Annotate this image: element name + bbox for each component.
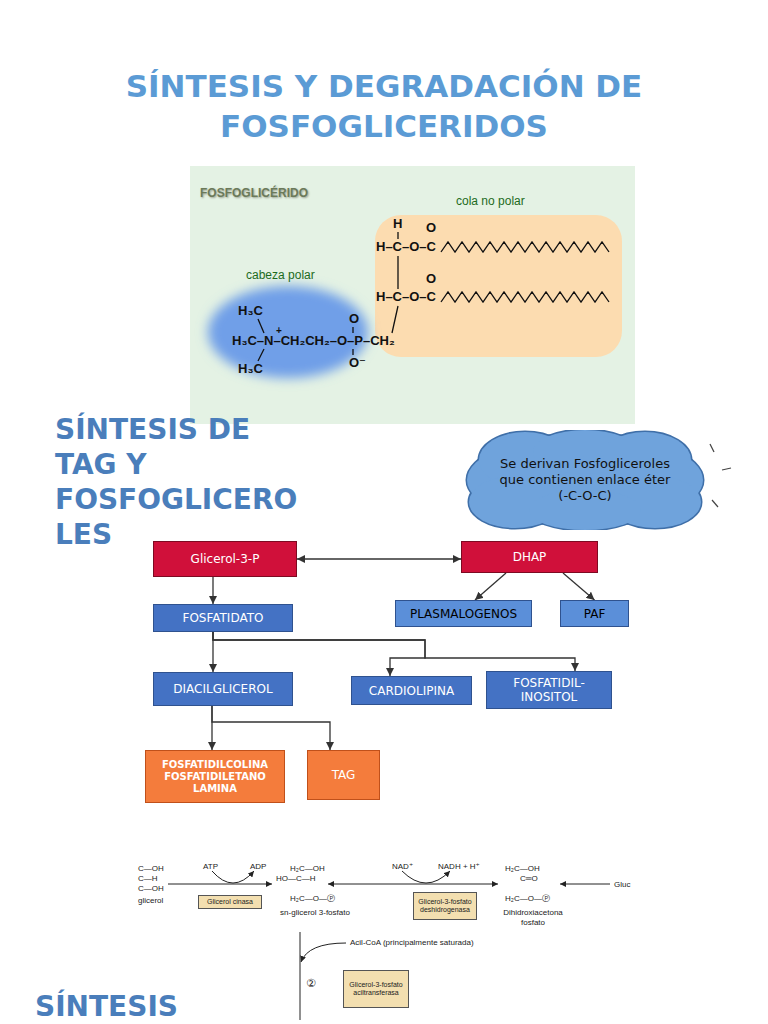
reaction-label: ATP [203, 862, 218, 872]
flow-arrow [212, 577, 213, 604]
product-box: PLASMALOGENOS [395, 600, 532, 627]
reaction-label: Gluc [614, 880, 630, 890]
cofactor-arrow [301, 943, 346, 962]
reaction-label: NAD⁺ [392, 862, 413, 872]
enzyme-box: Glicerol-3-fosfato aciltransferasa [343, 970, 409, 1008]
chemical-formula: O [426, 272, 436, 286]
reaction-arrow [560, 884, 610, 885]
section-heading: SÍNTESIS [35, 989, 178, 1024]
node-text: TAG [332, 768, 356, 782]
flow-arrow [475, 573, 506, 600]
reaction-label: Acil-CoA (principalmente saturada) [350, 938, 474, 948]
node-text: FOSFATIDILCOLINA FOSFATIDILETANO LAMINA [150, 759, 280, 795]
node-text: Glicerol-3-P [191, 552, 260, 566]
product-box: CARDIOLIPINA [351, 676, 472, 705]
cloud-marks [710, 444, 731, 507]
chemical-formula: O [426, 221, 436, 235]
node-text: PLASMALOGENOS [410, 607, 517, 621]
chemical-formula: H [393, 217, 402, 231]
metabolite-box: FOSFATIDATO [153, 604, 293, 632]
node-text: Glicerol cinasa [207, 898, 253, 906]
reaction-label: H₂C—O—Ⓟ [505, 894, 550, 904]
section-heading: SÍNTESIS DE TAG Y FOSFOGLICEROLES [55, 412, 310, 552]
reaction-arrows [168, 871, 610, 1020]
figure-title: FOSFOGLICÉRIDO [200, 186, 308, 200]
chemical-formula: O [349, 312, 359, 326]
reaction-label: C—OH [138, 884, 164, 894]
flow-arrow [563, 573, 595, 600]
cofactor-arrow [402, 871, 450, 883]
bond [397, 256, 398, 289]
region-label: cabeza polar [246, 268, 315, 282]
node-text: FOSFATIDIL-INOSITOL [491, 676, 607, 704]
chemical-formula: H–C–O–C [376, 240, 436, 254]
tail-region [375, 215, 622, 357]
bond [352, 327, 353, 333]
product-box: FOSFATIDIL-INOSITOL [486, 671, 612, 709]
node-text: DIACILGLICEROL [173, 682, 272, 696]
product-box: PAF [560, 600, 629, 627]
compound-name: Dihidroxiacetona fosfato [498, 908, 568, 928]
node-text: PAF [584, 607, 606, 621]
bond [352, 349, 353, 355]
node-text: Glicerol-3-fosfato aciltransferasa [346, 981, 406, 997]
product-box: TAG [307, 750, 380, 800]
chemical-formula: H₃C [238, 362, 263, 376]
chemical-formula: O⁻ [349, 356, 366, 370]
metabolite-box: DHAP [461, 541, 598, 573]
node-text: FOSFATIDATO [183, 611, 264, 625]
note-cloud: Se derivan Fosfogliceroles que contienen… [465, 430, 705, 530]
reaction-label: C—OH [138, 864, 164, 874]
reaction-arrow [300, 932, 301, 1020]
fatty-acid-chain [441, 242, 609, 252]
flow-arrow [213, 632, 425, 676]
flow-arrow [212, 706, 330, 750]
dash-mark [710, 444, 714, 452]
node-text: Glicerol-3-fosfato deshidrogenasa [416, 898, 474, 914]
fatty-acid-chains [441, 242, 609, 302]
product-box: FOSFATIDILCOLINA FOSFATIDILETANO LAMINA [145, 750, 285, 803]
bond [392, 306, 398, 333]
reaction-arrow [328, 884, 498, 885]
chemical-formula: H₃C–N–CH₂CH₂–O–P–CH₂ [232, 334, 395, 348]
node-text: CARDIOLIPINA [369, 684, 454, 698]
bond [258, 319, 264, 333]
flow-arrow [297, 558, 461, 559]
bond [258, 349, 264, 361]
figure-panel [190, 166, 635, 424]
flow-arrow [213, 632, 575, 671]
node-text: Se derivan Fosfogliceroles que contienen… [499, 456, 671, 504]
bond [397, 232, 398, 239]
node-text: DHAP [513, 550, 547, 564]
reaction-label: H₂C—OH [290, 864, 325, 874]
region-label: cola no polar [456, 194, 525, 208]
reaction-arrow [168, 884, 272, 885]
dash-mark [722, 468, 731, 470]
cofactor-arrow [212, 871, 254, 883]
reaction-label: H₂C—OH [505, 864, 540, 874]
chemical-formula: H₃C [238, 304, 263, 318]
metabolite-box: Glicerol-3-P [153, 541, 297, 577]
fatty-acid-chain [441, 292, 609, 302]
reaction-label: HO—C—H [276, 874, 316, 884]
metabolite-box: DIACILGLICEROL [153, 672, 293, 706]
enzyme-box: Glicerol cinasa [198, 895, 262, 909]
head-region [208, 286, 368, 378]
reaction-label: H₂C—O—Ⓟ [290, 894, 335, 904]
reaction-label: C═O [520, 874, 538, 884]
reaction-label: ADP [250, 862, 266, 872]
enzyme-box: Glicerol-3-fosfato deshidrogenasa [413, 892, 477, 920]
reaction-label: glicerol [138, 896, 163, 906]
reaction-label: NADH + H⁺ [438, 862, 480, 872]
reaction-label: C—H [138, 874, 158, 884]
compound-name: sn-glicerol 3-fosfato [280, 908, 350, 918]
page-title: SÍNTESIS Y DEGRADACIÓN DE FOSFOGLICERIDO… [114, 66, 654, 146]
dash-mark [712, 500, 718, 507]
step-number: ② [306, 978, 316, 990]
chemical-formula: H–C–O–C [376, 290, 436, 304]
